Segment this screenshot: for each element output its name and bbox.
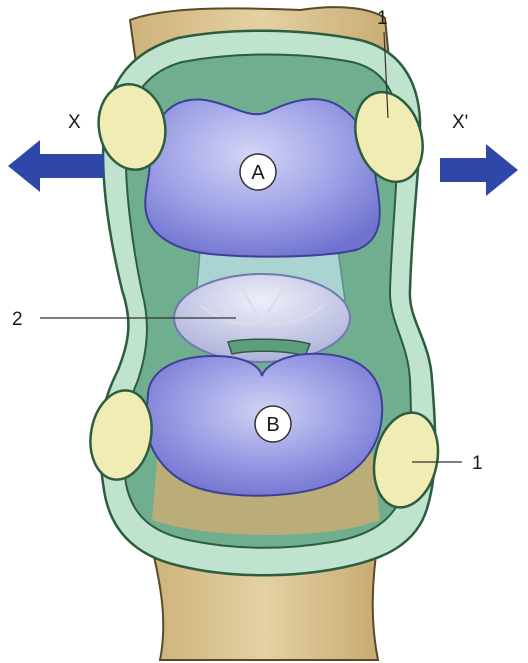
label-x: X xyxy=(68,112,81,133)
circle-a-label: A xyxy=(251,162,265,184)
arrow-left-icon xyxy=(8,140,104,192)
label-1-top: 1 xyxy=(377,8,388,29)
label-x-prime: X' xyxy=(452,112,468,133)
arrow-right-icon xyxy=(440,144,518,196)
label-1-bottom: 1 xyxy=(472,453,483,474)
circle-b-label: B xyxy=(266,414,279,436)
label-2: 2 xyxy=(12,309,23,330)
